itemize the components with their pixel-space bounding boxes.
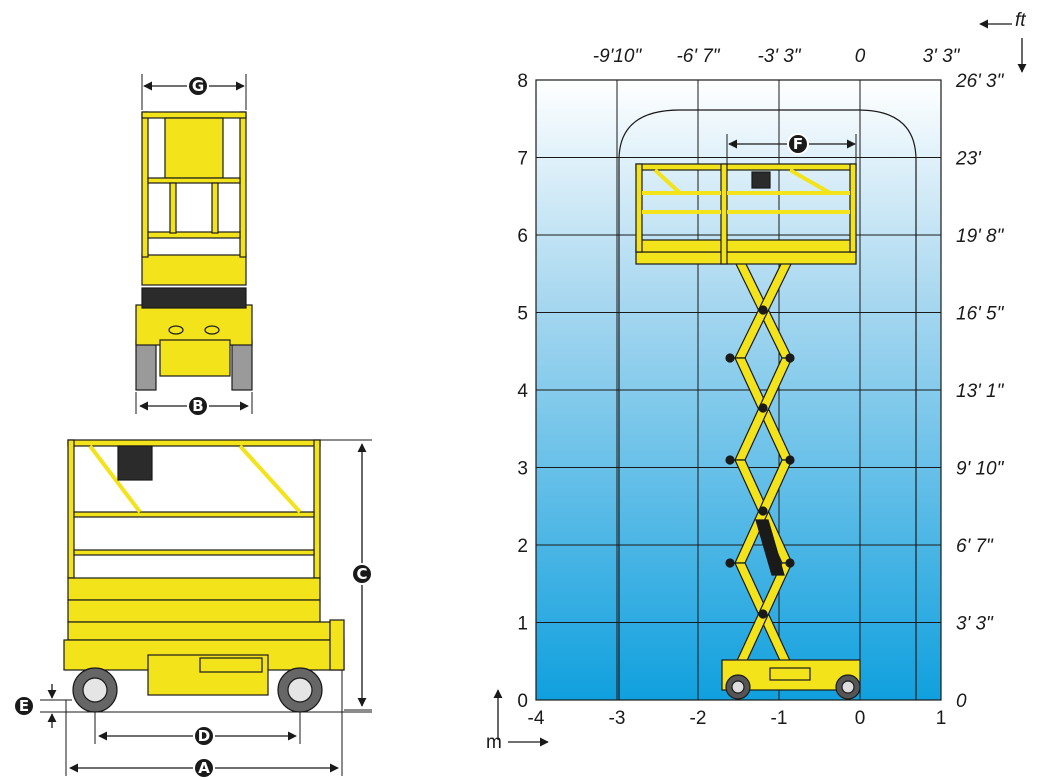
side-view bbox=[63, 439, 345, 713]
y-tick-label-feet: 16' 5" bbox=[956, 304, 1005, 325]
dimension-a: A bbox=[65, 670, 343, 779]
badge-e-label: E bbox=[19, 697, 29, 715]
lift-chassis-elevated bbox=[721, 659, 861, 700]
dimension-g: G bbox=[141, 74, 247, 110]
badge-b-label: B bbox=[192, 397, 203, 415]
x-tick-label-feet: 3' 3" bbox=[923, 46, 961, 67]
x-tick-label-feet: -9'10" bbox=[593, 46, 643, 67]
y-tick-label-feet: 9' 10" bbox=[956, 459, 1005, 480]
y-tick-label-feet: 6' 7" bbox=[956, 536, 994, 557]
x-tick-label-feet: 0 bbox=[855, 46, 866, 67]
x-tick-label-meters: 1 bbox=[936, 708, 947, 729]
x-axis-meter-ticks: -4 -3 -2 -1 0 1 bbox=[528, 708, 947, 729]
badge-f-label: F bbox=[793, 135, 803, 153]
badge-d-label: D bbox=[198, 727, 210, 745]
dimension-b: B bbox=[135, 392, 253, 417]
badge-a-label: A bbox=[198, 759, 210, 777]
x-tick-label-meters: -2 bbox=[690, 708, 707, 729]
y-tick-label-meters: 0 bbox=[517, 691, 528, 712]
x-tick-label-meters: 0 bbox=[855, 708, 866, 729]
y-axis-meter-ticks: 0 1 2 3 4 5 6 7 8 bbox=[517, 71, 528, 712]
working-envelope-outline bbox=[618, 109, 917, 700]
y-tick-label-feet: 23' bbox=[955, 149, 982, 170]
x-tick-label-feet: -6' 7" bbox=[676, 46, 720, 67]
badge-g-label: G bbox=[192, 77, 204, 95]
y-tick-label-meters: 7 bbox=[517, 149, 528, 170]
meters-unit-label: m bbox=[486, 732, 502, 753]
y-tick-label-meters: 1 bbox=[517, 614, 528, 635]
x-tick-label-meters: -3 bbox=[609, 708, 626, 729]
x-tick-label-meters: -1 bbox=[771, 708, 788, 729]
meters-unit-indicator: m bbox=[486, 689, 549, 753]
y-tick-label-feet: 19' 8" bbox=[956, 226, 1005, 247]
dimension-d: D bbox=[94, 712, 301, 747]
y-tick-label-feet: 3' 3" bbox=[956, 614, 994, 635]
y-tick-label-meters: 8 bbox=[517, 71, 528, 92]
x-tick-label-feet: -3' 3" bbox=[757, 46, 801, 67]
dimension-f: F bbox=[726, 133, 857, 168]
dimension-c: C bbox=[320, 439, 373, 711]
y-tick-label-feet: 26' 3" bbox=[955, 71, 1005, 92]
badge-c-label: C bbox=[356, 565, 367, 583]
x-tick-label-meters: -4 bbox=[528, 708, 545, 729]
y-axis-feet-ticks: 0 3' 3" 6' 7" 9' 10" 13' 1" 16' 5" 19' 8" 23' 26… bbox=[955, 71, 1005, 712]
x-axis-feet-ticks: -9'10" -6' 7" -3' 3" 0 3' 3" bbox=[593, 46, 961, 67]
y-tick-label-meters: 4 bbox=[517, 381, 528, 402]
y-tick-label-meters: 3 bbox=[517, 459, 528, 480]
y-tick-label-meters: 6 bbox=[517, 226, 528, 247]
y-tick-label-meters: 5 bbox=[517, 304, 528, 325]
y-tick-label-feet: 13' 1" bbox=[956, 381, 1005, 402]
feet-unit-label: ft bbox=[1015, 10, 1026, 31]
y-tick-label-feet: 0 bbox=[956, 691, 967, 712]
front-view bbox=[135, 111, 253, 391]
feet-unit-indicator: ft bbox=[979, 10, 1027, 73]
lift-platform-elevated bbox=[635, 163, 857, 265]
lift-scissor-stack bbox=[725, 261, 795, 666]
y-tick-label-meters: 2 bbox=[517, 536, 528, 557]
